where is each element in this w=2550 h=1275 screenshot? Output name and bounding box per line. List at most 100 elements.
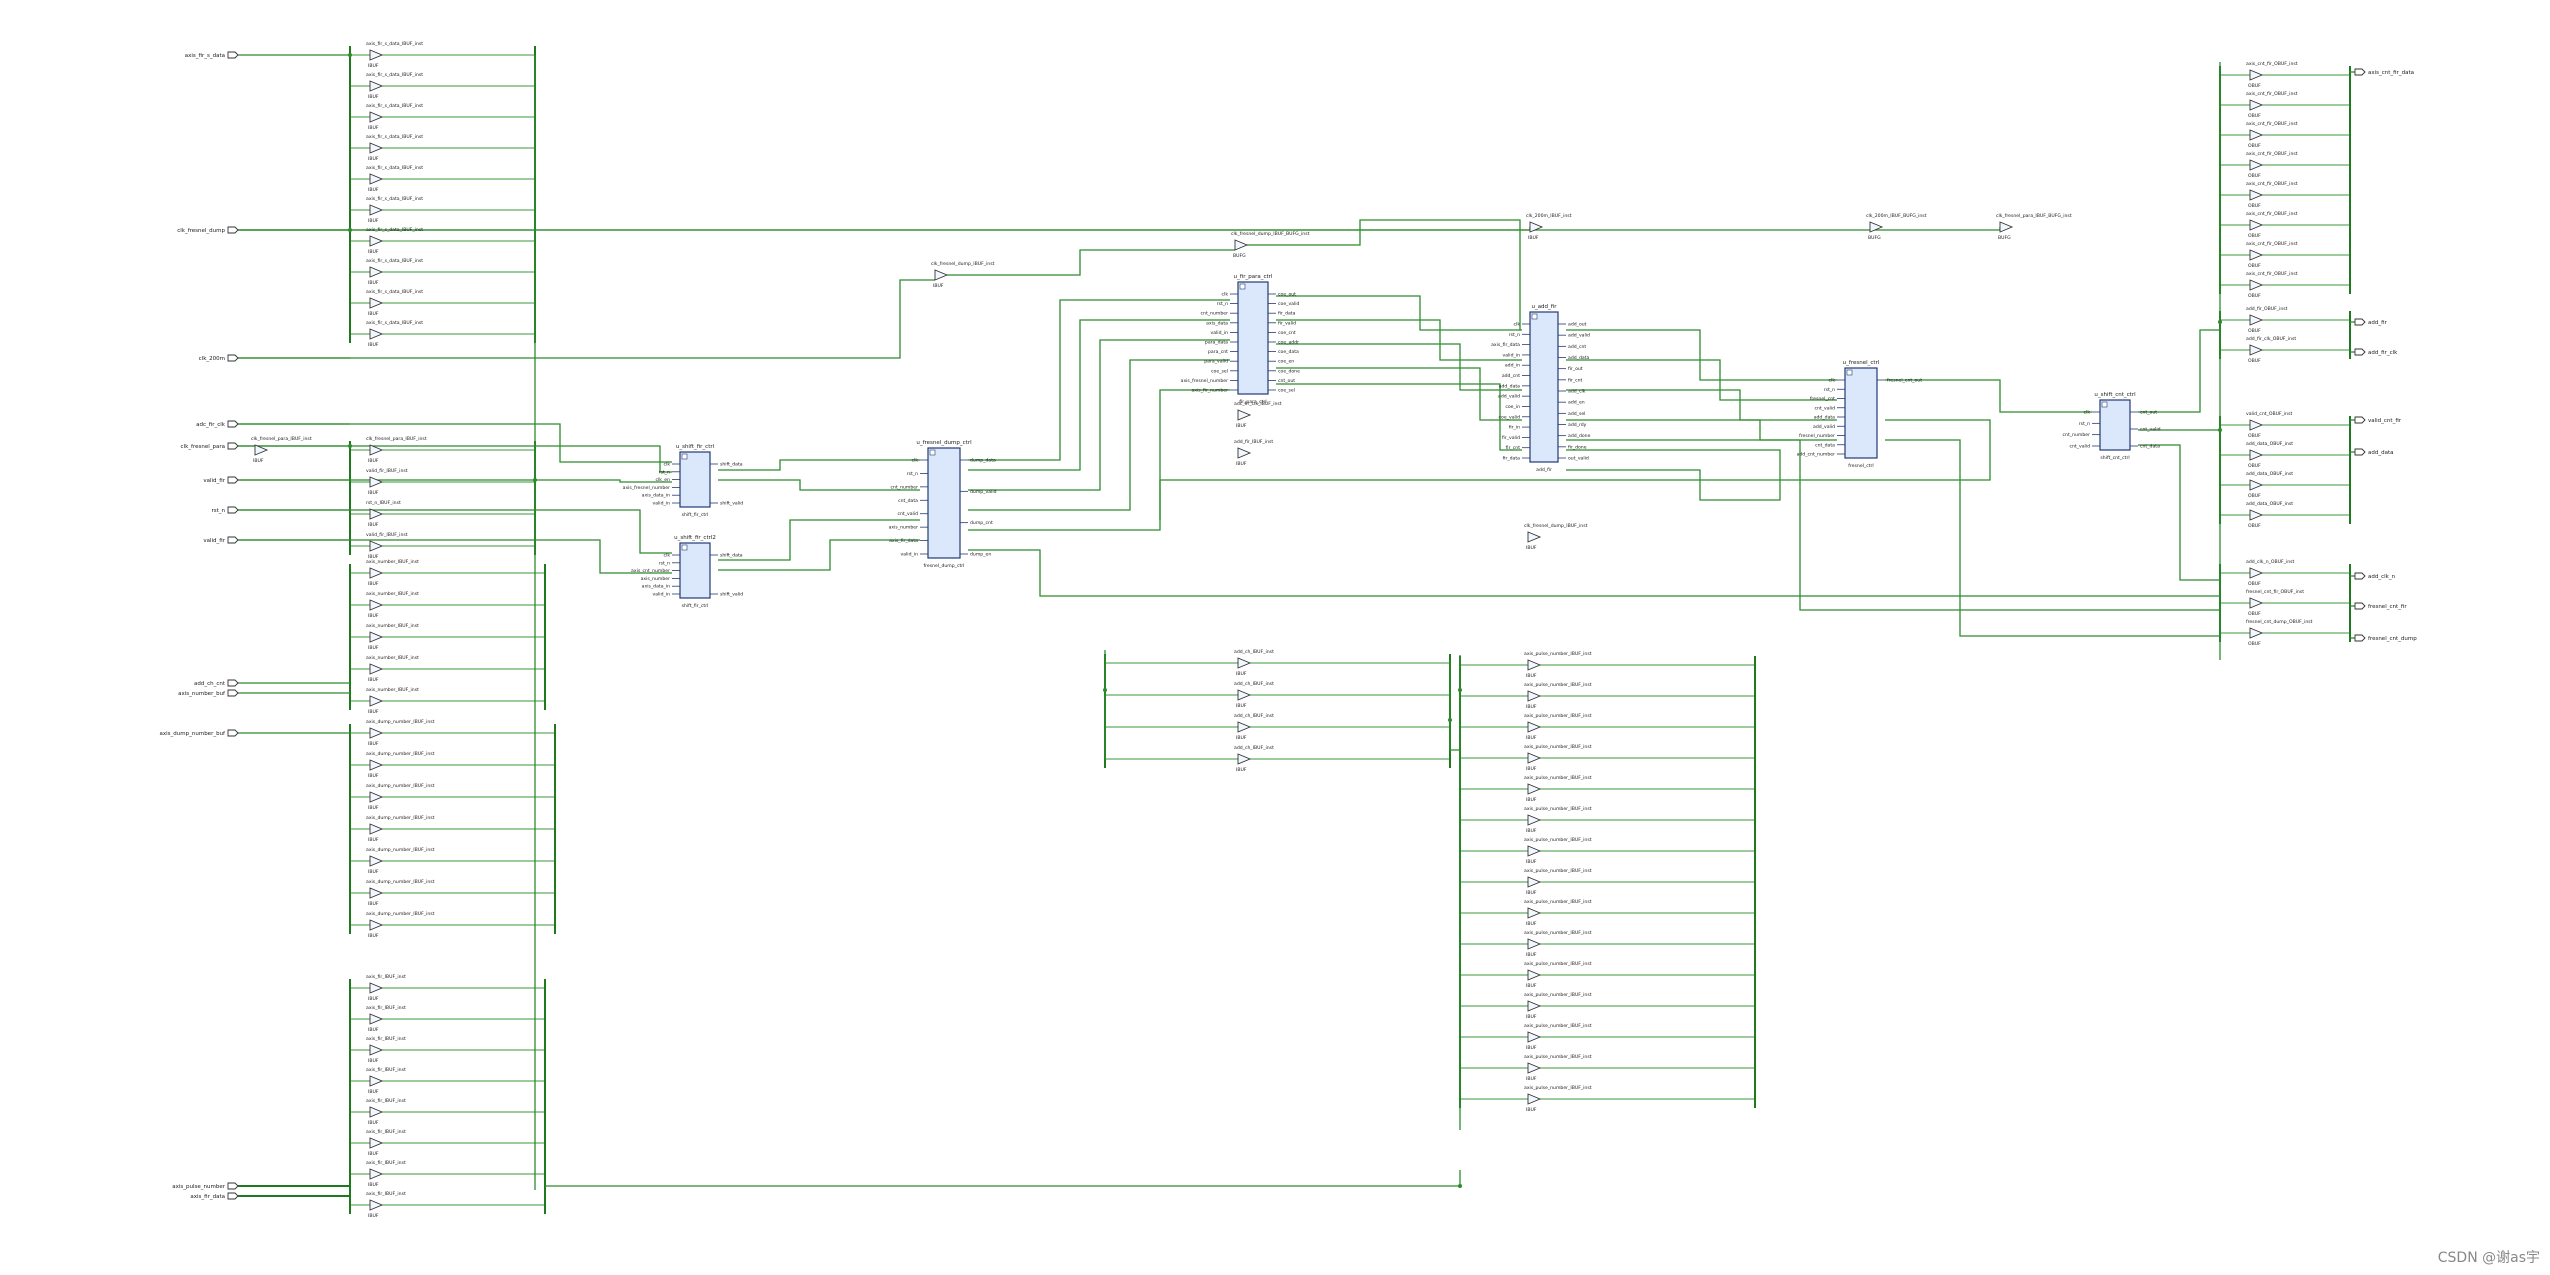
- wire: [545, 1170, 1461, 1187]
- buffer-type-label: OBUF: [2248, 83, 2261, 89]
- buffer-icon: [2249, 509, 2264, 521]
- buffer-label: axis_cnt_fir_OBUF_inst: [2246, 181, 2298, 187]
- io-port: add_clk_n: [2354, 572, 2396, 580]
- block-pin-label: coe_data: [1278, 349, 1299, 355]
- buffer-icon: [2249, 279, 2264, 291]
- buffer-icon: [369, 1106, 384, 1118]
- block-title: u_fresnel_dump_ctrl: [916, 440, 972, 446]
- io-port: axis_fir_s_data: [185, 51, 239, 59]
- io-port: add_fir_clk: [2354, 348, 2398, 356]
- buffer-label: clk_200m_IBUF_inst: [1526, 213, 1572, 219]
- buffer-label: axis_cnt_fir_OBUF_inst: [2246, 241, 2298, 247]
- buffer-icon: [1527, 721, 1542, 733]
- port-label: clk_fresnel_dump: [177, 228, 225, 234]
- io-port: add_ch_cnt: [194, 679, 239, 687]
- wire: [1159, 419, 1991, 520]
- buffer-icon: [1999, 221, 2014, 233]
- block-title: u_fir_para_ctrl: [1234, 274, 1273, 280]
- buffer-icon: [369, 297, 384, 309]
- buffer-type-label: IBUF: [368, 249, 379, 255]
- buffer-type-label: IBUF: [368, 645, 379, 651]
- buffer-label: axis_dump_number_IBUF_inst: [366, 719, 435, 725]
- buffer-type-label: IBUF: [368, 677, 379, 683]
- buffer-label: axis_fir_s_data_IBUF_inst: [366, 196, 423, 202]
- block-pin-label: shift_valid: [720, 501, 743, 507]
- buffer-icon: [369, 695, 384, 707]
- buffer-icon: [369, 111, 384, 123]
- buffer-type-label: IBUF: [1236, 703, 1247, 709]
- port-icon: [227, 1182, 239, 1190]
- buffer-label: axis_fir_IBUF_inst: [366, 1191, 406, 1197]
- buffer-icon: [369, 328, 384, 340]
- block-pin-label: clk: [2084, 410, 2091, 416]
- buffer-icon: [369, 204, 384, 216]
- buffer-icon: [369, 508, 384, 520]
- buffer-label: axis_number_IBUF_inst: [366, 655, 419, 661]
- block-pin-label: add_done: [1568, 433, 1591, 439]
- buffer-icon: [369, 759, 384, 771]
- buffer-label: axis_fir_IBUF_inst: [366, 1129, 406, 1135]
- module-block: u_shift_fir_ctrl2clkrst_naxis_cnt_number…: [631, 535, 743, 609]
- block-pin-label: clk: [912, 458, 919, 464]
- wire: [238, 445, 672, 473]
- buffer-label: add_clk_n_OBUF_inst: [2246, 559, 2295, 565]
- block-pin-label: add_cnt: [1502, 373, 1520, 379]
- buffer-label: axis_dump_number_IBUF_inst: [366, 751, 435, 757]
- block-pin-label: add_data: [1568, 355, 1589, 361]
- buffer-label: add_data_OBUF_inst: [2246, 501, 2293, 507]
- io-port: axis_fir_data: [190, 1192, 239, 1200]
- wire: [947, 249, 1235, 276]
- buffer-icon: [2249, 627, 2264, 639]
- buffer-type-label: IBUF: [1526, 673, 1537, 679]
- block-pin-label: add_cnt_number: [1797, 452, 1836, 458]
- block-icon: [1239, 283, 1246, 290]
- buffer-icon: [934, 269, 949, 281]
- buffer-label: axis_fir_s_data_IBUF_inst: [366, 72, 423, 78]
- block-pin-label: dump_en: [970, 552, 991, 558]
- buffer-icon: [1527, 938, 1542, 950]
- module-block: u_fir_para_ctrlclkrst_ncnt_numberaxis_da…: [1181, 274, 1300, 405]
- wire: [1566, 329, 1837, 381]
- buffer-label: axis_pulse_number_IBUF_inst: [1524, 961, 1592, 967]
- block-title: u_shift_fir_ctrl2: [674, 535, 716, 541]
- wire: [1566, 439, 2220, 611]
- module-block: u_add_firclkrst_naxis_fir_datavalid_inad…: [1491, 304, 1591, 473]
- block-pin-label: rst_n: [907, 471, 918, 477]
- buffer-icon: [2249, 69, 2264, 81]
- block-pin-label: axis_fir_data: [1491, 342, 1520, 348]
- buffer-label: axis_fir_s_data_IBUF_inst: [366, 227, 423, 233]
- port-icon: [227, 1192, 239, 1200]
- buffer-type-label: IBUF: [1236, 671, 1247, 677]
- block-pin-label: clk: [1222, 292, 1229, 298]
- port-icon: [227, 51, 239, 59]
- buffer-type-label: IBUF: [368, 280, 379, 286]
- buffer-label: axis_fir_s_data_IBUF_inst: [366, 41, 423, 47]
- port-icon: [227, 536, 239, 544]
- buffer-label: add_fir_IBUF_inst: [1234, 439, 1273, 445]
- buffer-type-label: IBUF: [1526, 545, 1537, 551]
- buffer-label: clk_fresnel_dump_IBUF_inst: [1524, 523, 1588, 529]
- port-label: rst_n: [211, 508, 225, 514]
- buffer-icon: [2249, 597, 2264, 609]
- buffer-type-label: IBUF: [368, 709, 379, 715]
- port-icon: [227, 442, 239, 450]
- buffer-label: add_fir_OBUF_inst: [2246, 306, 2288, 312]
- buffer-type-label: IBUF: [368, 490, 379, 496]
- buffer-icon: [1237, 753, 1252, 765]
- block-pin-label: add_sel: [1568, 411, 1585, 417]
- block-icon: [681, 544, 688, 551]
- block-pin-label: clk: [1829, 378, 1836, 384]
- block-pin-label: rst_n: [1824, 387, 1835, 393]
- buffer-label: add_ch_IBUF_inst: [1234, 745, 1274, 751]
- buffer-type-label: IBUF: [368, 311, 379, 317]
- buffer-icon: [1529, 221, 1544, 233]
- block-title: u_shift_cnt_ctrl: [2094, 392, 2136, 398]
- buffer-icon: [2249, 159, 2264, 171]
- wire: [1276, 319, 1522, 361]
